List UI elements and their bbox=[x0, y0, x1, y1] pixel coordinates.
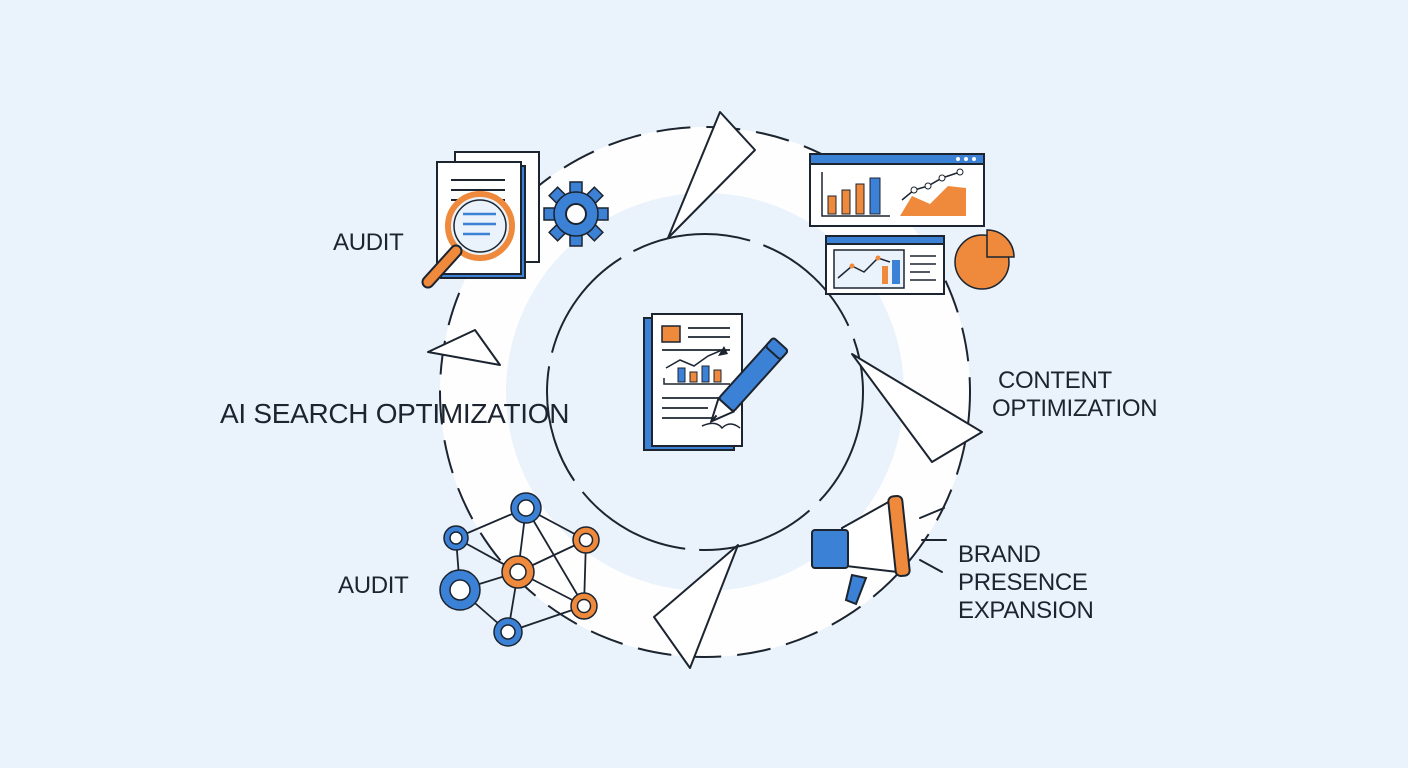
stage-label-content: CONTENT OPTIMIZATION bbox=[992, 367, 1158, 422]
stage-label-audit-top: AUDIT bbox=[333, 229, 404, 256]
inner-circle bbox=[546, 233, 864, 551]
arrow-top bbox=[667, 111, 756, 239]
stage-label-brand: BRAND PRESENCE EXPANSION bbox=[958, 541, 1094, 624]
outer-dashed-circle bbox=[439, 126, 971, 658]
report-pen-icon bbox=[643, 313, 788, 451]
arrow-right bbox=[851, 353, 983, 463]
cycle-arrows bbox=[427, 111, 983, 669]
arrow-bottom bbox=[653, 544, 739, 669]
megaphone-icon bbox=[811, 494, 947, 606]
document-magnifier-gear-icon bbox=[421, 151, 609, 289]
arrow-left bbox=[427, 329, 501, 366]
network-graph-icon bbox=[439, 492, 600, 647]
center-label: AI SEARCH OPTIMIZATION bbox=[220, 398, 570, 429]
stage-label-audit-bottom: AUDIT bbox=[338, 572, 409, 599]
analytics-dashboard-icon bbox=[809, 153, 1015, 295]
